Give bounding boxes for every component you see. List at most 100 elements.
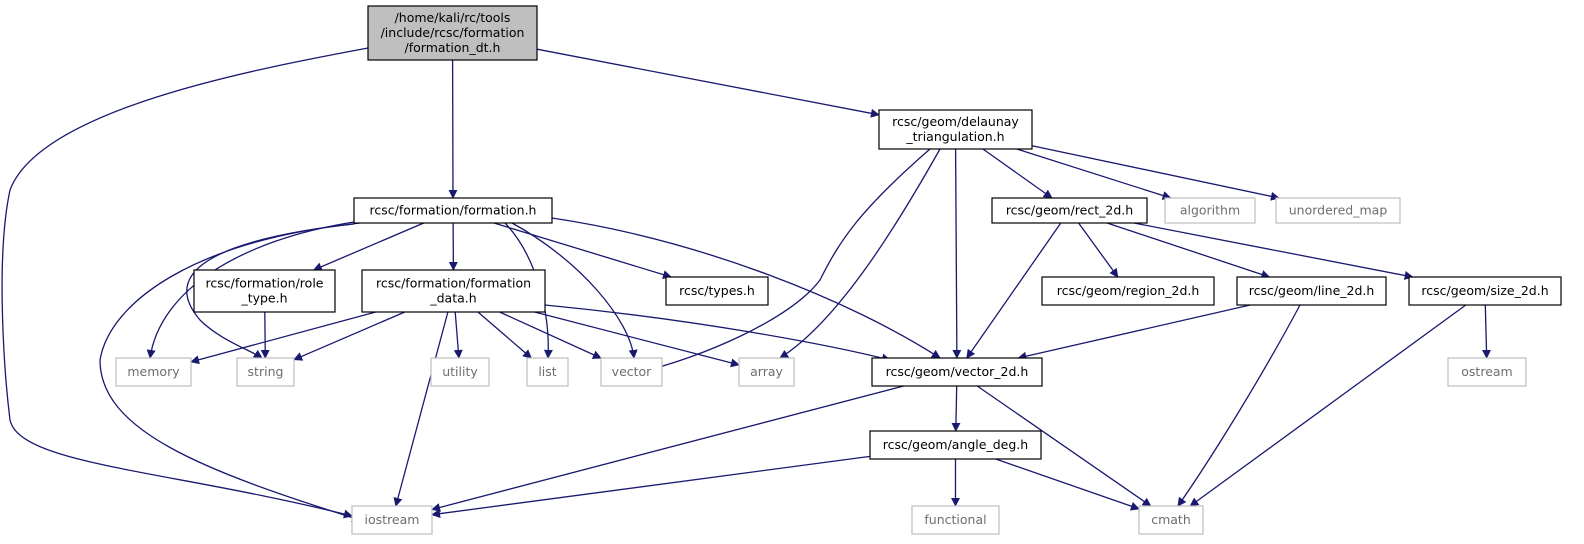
node-label: /include/rcsc/formation — [381, 25, 525, 40]
node-functional: functional — [911, 505, 1000, 535]
node-box — [1164, 197, 1256, 224]
node-label: iostream — [365, 512, 420, 527]
edge-formation-to-iostream — [99, 223, 361, 522]
edge-line_2d-to-cmath — [1177, 304, 1301, 507]
edge-line_2d-to-vector_2d — [1017, 304, 1251, 361]
node-label: /home/kali/rc/tools — [395, 10, 511, 25]
node-label: _type.h — [240, 291, 287, 306]
edge-formation_data-to-memory — [190, 311, 376, 365]
node-box — [361, 269, 546, 313]
edge-angle_deg-to-cmath — [995, 458, 1140, 511]
node-label: functional — [924, 512, 986, 527]
node-region-2d[interactable]: rcsc/geom/region_2d.h — [1041, 276, 1215, 306]
edge-formation_data-to-string — [293, 311, 406, 361]
node-list: list — [526, 357, 569, 387]
edge-formation_data-to-utility — [453, 311, 463, 359]
edge-formation_data-to-vector — [499, 311, 602, 359]
edge-delaunay-to-rect_2d — [982, 148, 1053, 199]
node-label: _data.h — [429, 291, 476, 306]
node-box — [351, 505, 433, 535]
edge-rect_2d-to-vector_2d — [966, 222, 1062, 359]
node-label: cmath — [1151, 512, 1191, 527]
node-formation-dt[interactable]: /home/kali/rc/tools/include/rcsc/formati… — [367, 5, 538, 61]
node-box — [1138, 505, 1204, 535]
edge-formation-to-vector — [511, 222, 638, 359]
node-box — [1447, 357, 1527, 387]
node-box — [991, 197, 1148, 224]
node-box — [1275, 197, 1401, 224]
node-angle-deg[interactable]: rcsc/geom/angle_deg.h — [869, 430, 1042, 460]
edge-role_type-to-string — [260, 311, 270, 359]
node-box — [115, 357, 192, 387]
node-label: ostream — [1461, 364, 1512, 379]
node-box — [878, 109, 1033, 150]
edge-formation-to-types — [493, 222, 672, 279]
node-label: algorithm — [1180, 203, 1240, 218]
edge-rect_2d-to-region_2d — [1078, 222, 1119, 278]
node-size-2d[interactable]: rcsc/geom/size_2d.h — [1408, 276, 1562, 306]
node-role-type[interactable]: rcsc/formation/role_type.h — [193, 269, 336, 313]
node-delaunay[interactable]: rcsc/geom/delaunay_triangulation.h — [878, 109, 1033, 150]
node-algorithm: algorithm — [1164, 197, 1256, 224]
node-label: unordered_map — [1289, 203, 1388, 218]
nodes-layer: /home/kali/rc/tools/include/rcsc/formati… — [115, 5, 1562, 535]
node-label: rcsc/geom/line_2d.h — [1249, 283, 1375, 298]
node-types[interactable]: rcsc/types.h — [665, 276, 769, 306]
node-unordered-map: unordered_map — [1275, 197, 1401, 224]
edge-vector_2d-to-iostream — [431, 385, 904, 512]
node-formation-data[interactable]: rcsc/formation/formation_data.h — [361, 269, 546, 313]
node-vector-2d[interactable]: rcsc/geom/vector_2d.h — [871, 357, 1043, 387]
node-label: rcsc/geom/vector_2d.h — [886, 364, 1029, 379]
node-box — [236, 357, 295, 387]
node-string: string — [236, 357, 295, 387]
node-label: rcsc/formation/formation — [376, 276, 531, 291]
node-label: rcsc/types.h — [679, 283, 755, 298]
node-label: /formation_dt.h — [405, 40, 501, 55]
node-label: rcsc/geom/rect_2d.h — [1006, 203, 1133, 218]
edge-size_2d-to-ostream — [1481, 304, 1491, 359]
edge-formation_data-to-array — [534, 311, 740, 368]
node-box — [1236, 276, 1387, 306]
node-box — [367, 5, 538, 61]
edge-formation-to-role_type — [312, 222, 424, 271]
node-label: array — [750, 364, 783, 379]
node-array: array — [738, 357, 795, 387]
node-ostream: ostream — [1447, 357, 1527, 387]
node-label: list — [538, 364, 556, 379]
node-memory: memory — [115, 357, 192, 387]
node-label: rcsc/geom/delaunay — [892, 114, 1019, 129]
node-label: utility — [442, 364, 478, 379]
edge-formation_dt-to-delaunay — [536, 48, 880, 118]
edge-delaunay-to-vector — [639, 148, 931, 375]
node-box — [600, 357, 663, 387]
edge-formation_data-to-vector_2d — [544, 304, 891, 363]
node-box — [193, 269, 336, 313]
node-box — [430, 357, 490, 387]
edge-formation_data-to-list — [477, 311, 532, 359]
edge-delaunay-to-vector_2d — [952, 148, 962, 359]
edge-size_2d-to-cmath — [1189, 304, 1467, 507]
node-label: string — [248, 364, 284, 379]
node-box — [526, 357, 569, 387]
node-box — [871, 357, 1043, 387]
node-vector: vector — [600, 357, 663, 387]
node-label: vector — [612, 364, 653, 379]
node-box — [353, 197, 553, 224]
node-label: rcsc/geom/angle_deg.h — [883, 437, 1028, 452]
node-formation[interactable]: rcsc/formation/formation.h — [353, 197, 553, 224]
node-label: _triangulation.h — [905, 129, 1004, 144]
node-line-2d[interactable]: rcsc/geom/line_2d.h — [1236, 276, 1387, 306]
node-box — [738, 357, 795, 387]
edge-delaunay-to-unordered_map — [1031, 145, 1280, 201]
edge-vector_2d-to-cmath — [976, 385, 1152, 507]
node-rect-2d[interactable]: rcsc/geom/rect_2d.h — [991, 197, 1148, 224]
edge-formation-to-vector_2d — [551, 217, 941, 359]
node-label: rcsc/geom/size_2d.h — [1421, 283, 1548, 298]
node-box — [911, 505, 1000, 535]
node-box — [1408, 276, 1562, 306]
node-box — [665, 276, 769, 306]
node-label: memory — [127, 364, 180, 379]
node-cmath: cmath — [1138, 505, 1204, 535]
edge-rect_2d-to-line_2d — [1106, 222, 1271, 279]
